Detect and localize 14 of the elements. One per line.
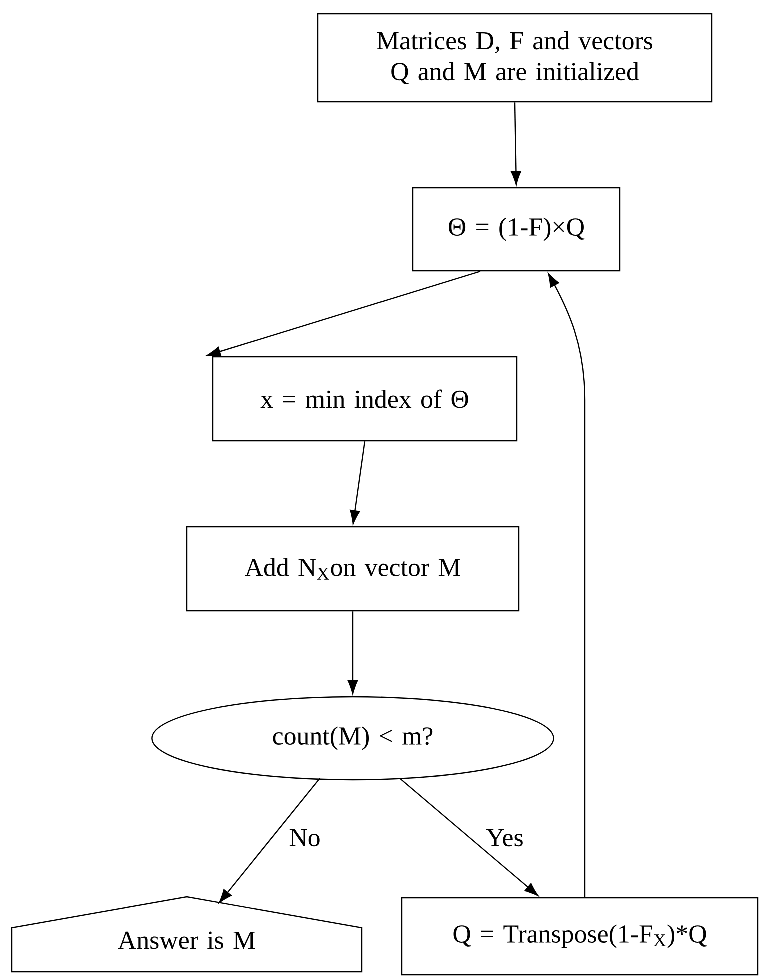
edge-label: Yes <box>485 828 525 848</box>
arrow <box>350 442 366 524</box>
process-box: Q = Transpose(1-F$_{X}$)*Q <box>401 897 759 976</box>
edge-label: No <box>288 828 322 848</box>
arrow <box>348 612 358 694</box>
process-box: Matrices D, F and vectors Q and M are initialized <box>317 13 713 103</box>
process-box: Add N$_{X}$on vector M <box>186 526 520 612</box>
arrow <box>548 273 586 898</box>
arrow <box>400 778 539 896</box>
arrow <box>206 271 481 357</box>
process-box: Θ = (1-F)×Q <box>412 187 621 272</box>
process-box: x = min index of Θ <box>212 356 518 442</box>
arrow <box>511 102 522 186</box>
arrow <box>219 778 320 904</box>
